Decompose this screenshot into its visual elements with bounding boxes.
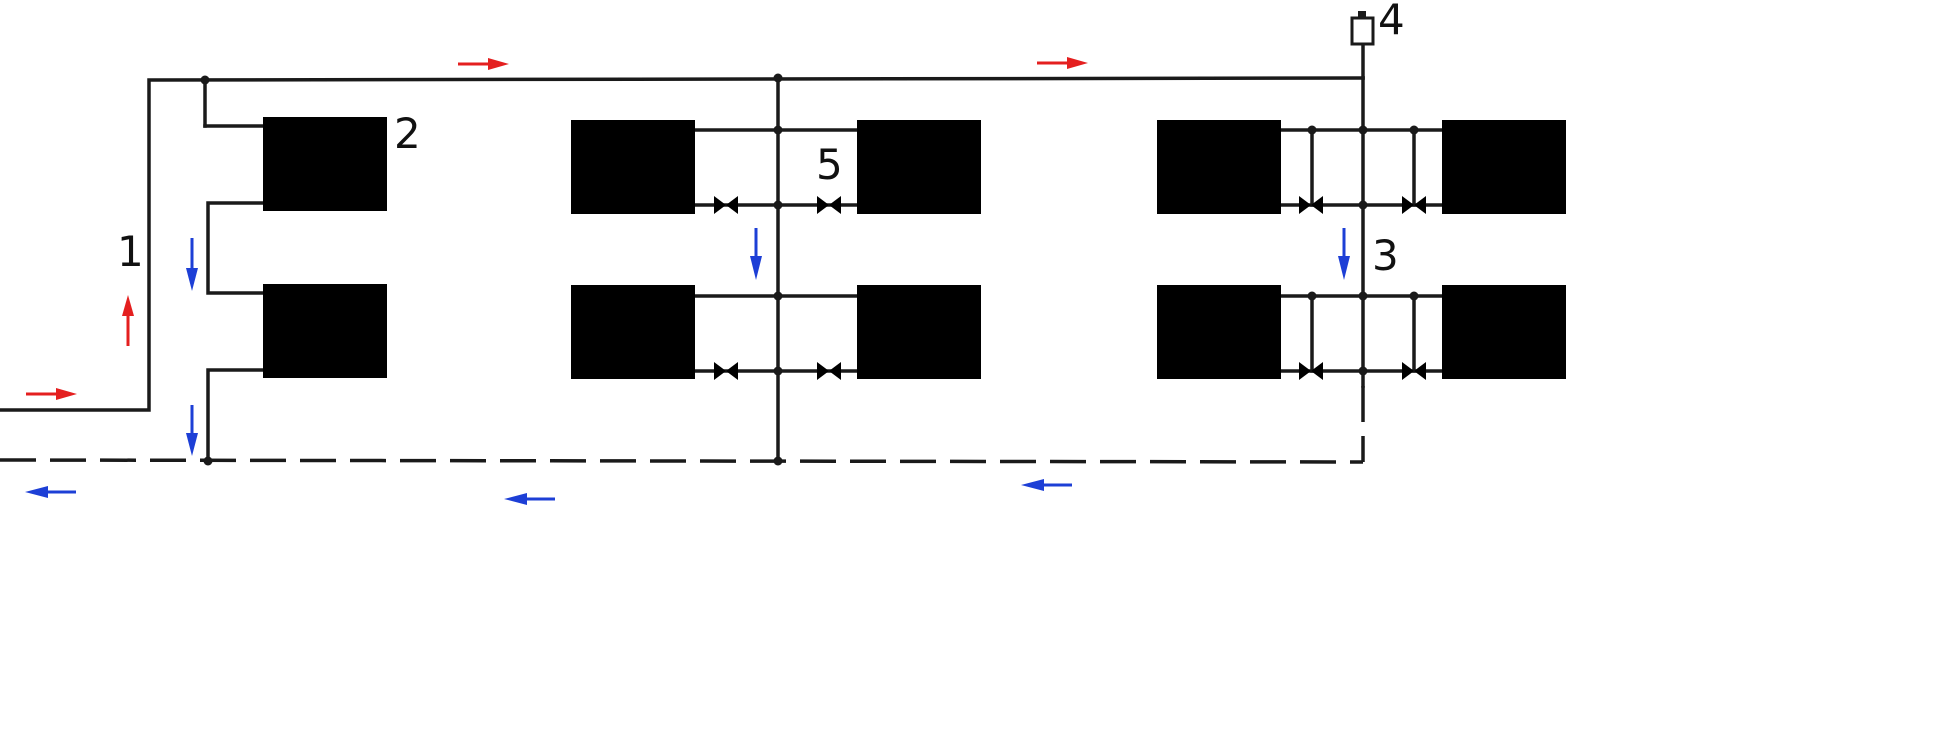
- valve-icon: [714, 357, 738, 380]
- supply-pipework: [0, 44, 1445, 463]
- callout-valve-label: 5: [816, 140, 843, 189]
- radiator-icon: [1157, 120, 1281, 214]
- supply-flow-arrows: [26, 57, 1088, 400]
- valve-icon: [714, 191, 738, 214]
- arrow-right-icon: [458, 58, 509, 70]
- pipe-junctions: [200, 73, 1419, 466]
- air-vent-icon: [1350, 11, 1375, 46]
- arrow-right-icon: [26, 388, 77, 400]
- radiator-icon: [857, 120, 981, 214]
- radiator-icon: [857, 285, 981, 379]
- arrow-up-icon: [122, 295, 134, 346]
- callout-radiator-label: 2: [394, 109, 421, 158]
- radiator-icon: [263, 284, 387, 378]
- radiator-icon: [571, 285, 695, 379]
- arrow-down-icon: [750, 228, 762, 280]
- radiator-icon: [1442, 285, 1566, 379]
- radiator-icon: [571, 120, 695, 214]
- radiator-icon: [1157, 285, 1281, 379]
- arrow-left-icon: [25, 486, 76, 498]
- arrow-down-icon: [1338, 228, 1350, 280]
- arrow-right-icon: [1037, 57, 1088, 69]
- radiator-icon: [263, 117, 387, 211]
- arrow-left-icon: [504, 493, 555, 505]
- callout-air-vent-label: 4: [1378, 0, 1405, 44]
- radiator-icon: [1442, 120, 1566, 214]
- valve-icon: [817, 191, 841, 214]
- arrow-down-icon: [186, 238, 198, 291]
- callout-riser-label: 1: [117, 227, 144, 276]
- arrow-left-icon: [1021, 479, 1072, 491]
- callout-return-riser-label: 3: [1372, 231, 1399, 280]
- return-pipework: [0, 386, 1365, 464]
- return-flow-arrows: [25, 228, 1350, 505]
- arrow-down-icon: [186, 405, 198, 456]
- valve-icon: [817, 357, 841, 380]
